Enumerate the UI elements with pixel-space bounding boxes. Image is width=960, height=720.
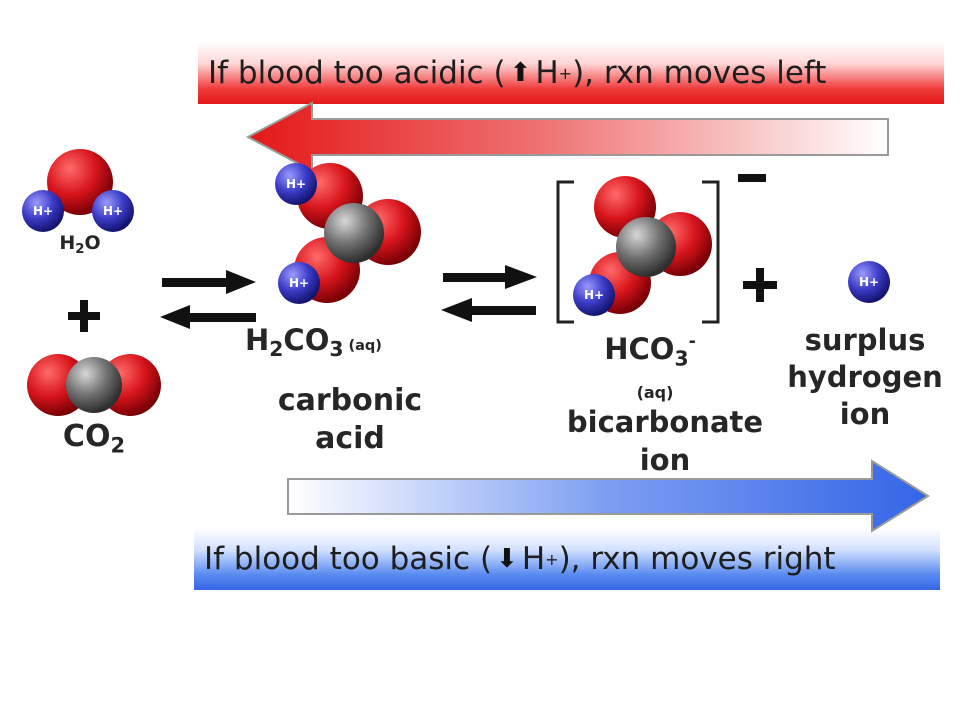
water-formula: H2O [59, 232, 101, 257]
down-arrow-icon: ⬇ [496, 544, 518, 574]
hydrogen-ion-text: H [535, 55, 559, 91]
left-direction-arrow [245, 101, 889, 173]
carbonic-acid-molecule [275, 163, 421, 304]
hydrogen-label: H+ [859, 275, 879, 289]
basic-banner-prefix: If blood too basic ( [204, 541, 493, 577]
bicarbonate-name: bicarbonate ion [566, 405, 764, 477]
hydrogen-ion-charge: + [558, 63, 573, 83]
hydrogen-label: H+ [33, 204, 53, 218]
hydrogen-label: H+ [286, 177, 306, 191]
acidic-banner: If blood too acidic ( ⬆ H+ ), rxn moves … [198, 42, 944, 104]
hydrogen-label: H+ [103, 204, 123, 218]
hydrogen-label: H+ [289, 276, 309, 290]
hydrogen-ion-text: H [521, 541, 546, 577]
equilibrium-arrows-2 [441, 265, 537, 322]
carbon-dioxide-molecule [27, 354, 161, 416]
surplus-hydrogen-atom [848, 261, 890, 303]
hydrogen-label: H+ [584, 288, 604, 302]
water-molecule [22, 149, 134, 232]
acidic-banner-suffix: ), rxn moves left [572, 55, 827, 91]
plus-sign-left [68, 300, 100, 332]
plus-sign-right [743, 268, 777, 302]
bicarbonate-formula: HCO3- [604, 332, 696, 371]
basic-banner-suffix: ), rxn moves right [558, 541, 836, 577]
co2-formula: CO2 [62, 419, 126, 458]
negative-charge-mark [738, 174, 766, 182]
acidic-banner-prefix: If blood too acidic ( [208, 55, 506, 91]
bicarbonate-molecule [573, 176, 712, 316]
right-direction-arrow [287, 459, 930, 533]
surplus-hydrogen-label: surplus hydrogen ion [787, 323, 943, 431]
up-arrow-icon: ⬆ [509, 58, 532, 88]
carbonic-acid-name: carbonic acid [277, 383, 423, 456]
hydrogen-ion-charge: + [545, 549, 559, 569]
carbonic-acid-formula: H2CO3 (aq) [245, 323, 382, 362]
equilibrium-arrows-1 [160, 270, 256, 329]
ion-bracket [556, 180, 720, 324]
bicarbonate-state: (aq) [636, 383, 674, 402]
basic-banner: If blood too basic ( ⬇ H+ ), rxn moves r… [194, 528, 940, 590]
